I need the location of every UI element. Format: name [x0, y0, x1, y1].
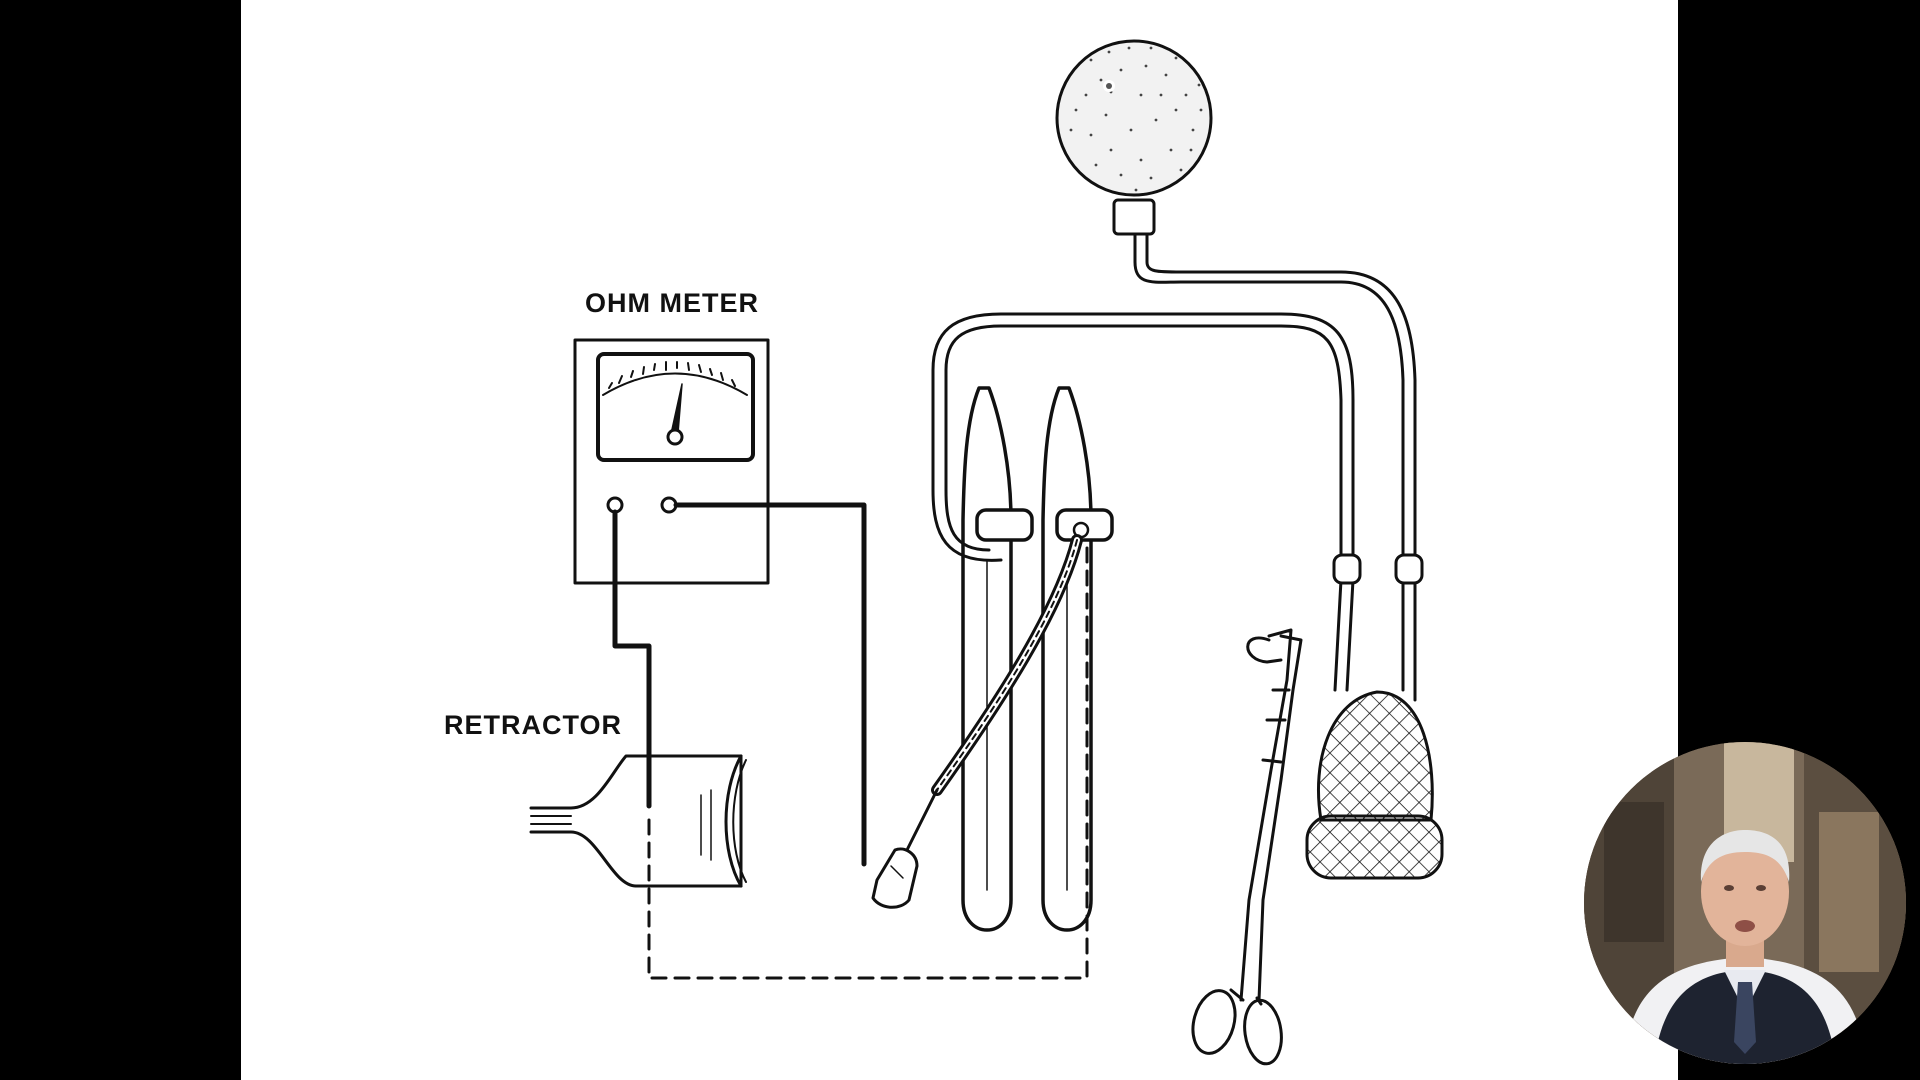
- meter-scale-ticks: [608, 361, 736, 389]
- apparatus-diagram: [529, 39, 1444, 1066]
- ohm-meter-label: OHM METER: [585, 288, 759, 318]
- retractor: [529, 754, 747, 888]
- forceps: [1191, 628, 1303, 1066]
- meter-needle: [670, 383, 683, 435]
- inflation-tubing: [931, 230, 1424, 702]
- test-tube-right: [1041, 386, 1114, 932]
- mesh-cuff: [1305, 690, 1444, 880]
- ground-dashed-path: [647, 546, 1089, 980]
- test-tube-left: [961, 386, 1034, 932]
- inflation-bulb: [1055, 39, 1213, 236]
- ohm-meter-wires: [612, 502, 867, 867]
- slide-canvas: OHM METER RETRACTOR: [241, 0, 1678, 1080]
- retractor-label: RETRACTOR: [444, 710, 623, 740]
- presenter-webcam: [1584, 742, 1906, 1064]
- ohm-meter: [573, 338, 770, 585]
- presenter-webcam-icon: [1584, 742, 1906, 1064]
- probe-electrode: [871, 534, 1083, 909]
